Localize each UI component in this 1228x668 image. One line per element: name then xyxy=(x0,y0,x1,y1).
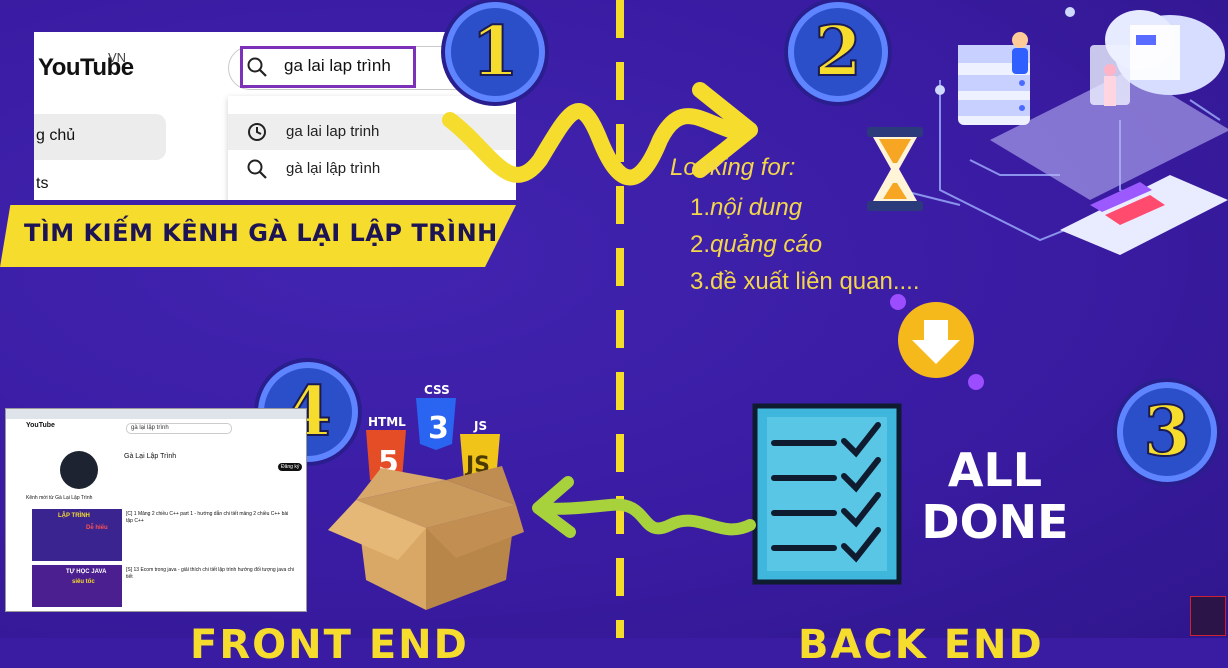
thumbnail-text: TỰ HỌC JAVA xyxy=(66,569,107,575)
banner xyxy=(0,205,516,267)
css-label: CSS xyxy=(424,384,450,397)
search-icon xyxy=(247,57,267,77)
step-badge-1: 1 xyxy=(445,2,545,102)
video-thumbnail[interactable] xyxy=(32,509,122,561)
video-title[interactable]: [S] 13 Ecom trong java - giải thích chi … xyxy=(126,567,295,580)
sidebar-home-label[interactable]: g chủ xyxy=(36,127,76,144)
search-value: ga lai lap trình xyxy=(284,56,391,75)
wavy-arrow xyxy=(442,82,758,186)
checklist-icon xyxy=(752,403,902,585)
step-badge-3: 3 xyxy=(1117,382,1217,482)
thumbnail-text: LẬP TRÌNH xyxy=(58,513,90,519)
thumbnail-text: siêu tốc xyxy=(72,579,95,585)
subscribe-button[interactable]: Đăng ký xyxy=(278,463,303,471)
html-label: HTML xyxy=(368,415,406,429)
video-thumbnail[interactable] xyxy=(32,565,122,607)
green-arrow xyxy=(532,476,756,538)
looking-item-2: 2.quảng cáo xyxy=(690,231,823,258)
hourglass-icon xyxy=(867,127,923,211)
box-icon xyxy=(328,466,524,610)
channel-avatar xyxy=(60,451,98,489)
suggestion-item[interactable]: ga lai lap trinh xyxy=(286,123,380,140)
channel-name[interactable]: Gà Lại Lập Trình xyxy=(124,453,177,460)
section-title: Kênh mới từ Gà Lại Lập Trình xyxy=(26,495,93,501)
video-title[interactable]: [C] 1 Mảng 2 chiều C++ part 1 - hướng dẫ… xyxy=(126,511,289,524)
search-icon xyxy=(247,159,267,179)
css-number: 3 xyxy=(428,411,449,446)
back-end-label: BACK END xyxy=(798,622,1044,668)
youtube-logo: YouTube xyxy=(38,54,134,81)
front-end-label: FRONT END xyxy=(190,622,469,668)
dashed-divider xyxy=(616,0,624,638)
thumbnail-text: Dễ hiểu xyxy=(86,525,108,531)
history-icon xyxy=(248,123,266,141)
looking-item-3: 3.đề xuất liên quan.... xyxy=(690,268,920,295)
looking-title: Looking for: xyxy=(670,154,796,181)
looking-item-1: 1.nội dung xyxy=(690,194,803,221)
sidebar-shorts-label[interactable]: ts xyxy=(36,175,49,192)
step-badge-2: 2 xyxy=(788,2,888,102)
js-label: JS xyxy=(473,419,487,433)
mini-search-input[interactable]: gà lại lập trình xyxy=(126,423,232,434)
youtube-search-screenshot: YouTube VN g chủ ts ga lai lap trình ga … xyxy=(34,32,516,200)
browser-bar xyxy=(6,409,306,419)
channel-page-screenshot: YouTube gà lại lập trình Gà Lại Lập Trìn… xyxy=(5,408,307,612)
youtube-region: VN xyxy=(108,50,127,65)
banner-text: TÌM KIẾM KÊNH GÀ LẠI LẬP TRÌNH xyxy=(24,219,498,247)
mini-youtube-logo: YouTube xyxy=(26,422,55,429)
corner-avatar xyxy=(1190,596,1226,636)
server-illustration xyxy=(895,7,1228,255)
sidebar-home-bg xyxy=(34,114,166,160)
down-arrow-icon xyxy=(890,294,984,390)
search-highlight-box xyxy=(240,46,416,88)
suggestion-item[interactable]: gà lại lập trình xyxy=(286,160,381,177)
